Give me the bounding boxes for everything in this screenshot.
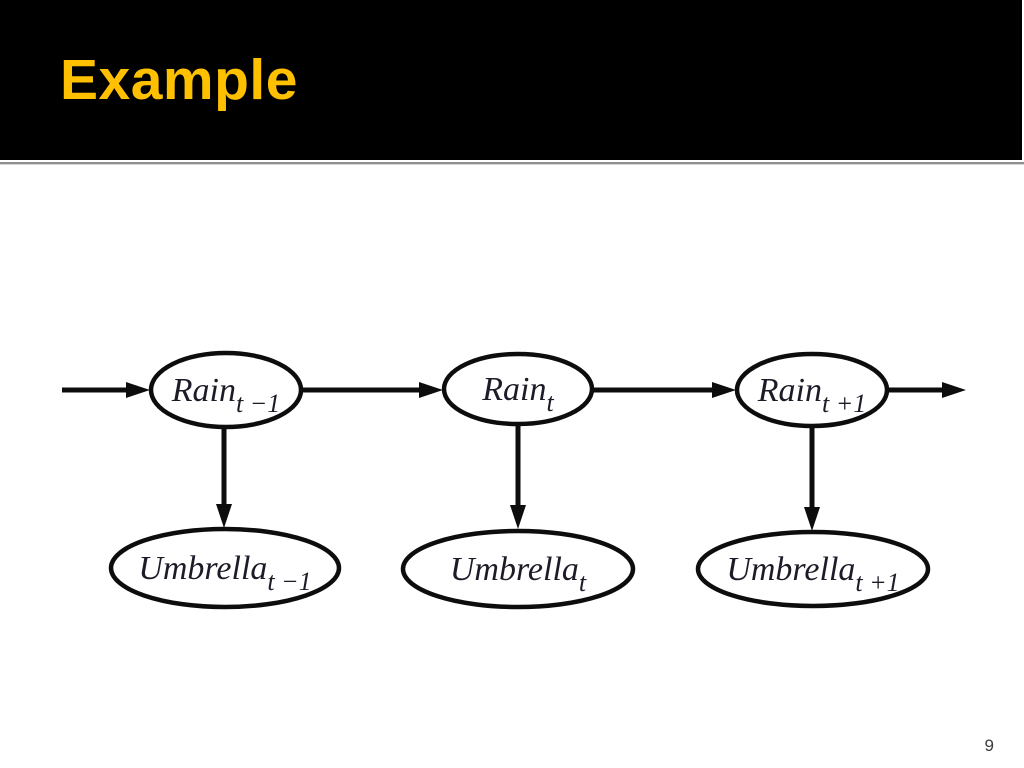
slide-header-bar: Example bbox=[0, 0, 1022, 160]
edge-rain-t-plus-1-to-umbrella-t-plus-1 bbox=[804, 426, 820, 531]
edge-rain-t-to-rain-t-plus-1 bbox=[593, 382, 736, 398]
node-umbrella-t-label: Umbrellat bbox=[450, 551, 587, 597]
edge-rain-t-plus-1-out bbox=[888, 382, 966, 398]
node-rain-t: Raint bbox=[441, 351, 595, 427]
edge-rain-t-minus-1-to-umbrella-t-minus-1 bbox=[216, 427, 232, 528]
page-number: 9 bbox=[984, 736, 994, 755]
slide-title: Example bbox=[60, 48, 298, 112]
edge-rain-t-to-umbrella-t bbox=[510, 424, 526, 529]
node-umbrella-t-plus-1: Umbrellat +1 bbox=[695, 529, 931, 609]
node-rain-t-plus-1-label: Raint +1 bbox=[757, 372, 867, 418]
node-umbrella-t-minus-1: Umbrellat −1 bbox=[108, 526, 342, 610]
node-umbrella-t: Umbrellat bbox=[400, 528, 636, 610]
node-umbrella-t-plus-1-label: Umbrellat +1 bbox=[726, 551, 899, 597]
header-divider-line bbox=[0, 162, 1024, 164]
node-umbrella-t-minus-1-label: Umbrellat −1 bbox=[138, 550, 311, 596]
node-rain-t-plus-1: Raint +1 bbox=[734, 351, 890, 429]
node-rain-t-minus-1: Raint −1 bbox=[148, 350, 304, 430]
node-rain-t-label: Raint bbox=[481, 371, 554, 417]
node-rain-t-minus-1-label: Raint −1 bbox=[171, 372, 281, 418]
edge-rain-t-minus-1-to-rain-t bbox=[302, 382, 443, 398]
edge-prior-to-rain-t-minus-1 bbox=[62, 382, 150, 398]
header-divider-shadow bbox=[0, 164, 1024, 165]
